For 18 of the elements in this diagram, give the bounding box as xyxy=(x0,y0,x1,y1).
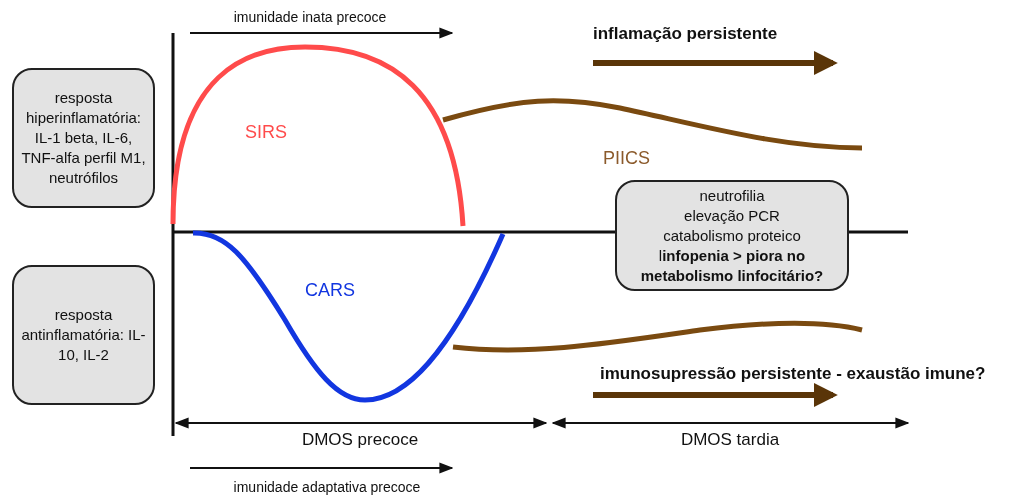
note-box xyxy=(12,265,155,405)
note-box xyxy=(12,68,155,208)
dimension-label: DMOS tardia xyxy=(680,430,780,451)
box-text: resposta antinflamatória: IL-10, IL-2 xyxy=(20,305,147,365)
curve-label: PIICS xyxy=(603,148,650,170)
arrow-label: imunidade adaptativa precoce xyxy=(233,479,421,496)
curve-label: CARS xyxy=(305,280,355,302)
arrow-label: imunosupressão persistente - exaustão imune? xyxy=(600,364,986,385)
arrow-label: imunidade inata precoce xyxy=(233,9,387,26)
box-text: neutrofilia xyxy=(699,185,765,206)
dimension-label: DMOS precoce xyxy=(301,430,419,451)
box-text: catabolismo proteico xyxy=(663,225,801,246)
box-text: elevação PCR xyxy=(684,205,780,226)
box-text: resposta hiperinflamatória: IL-1 beta, IL-6, TNF-alfa perfil M1, neutrófilos xyxy=(20,88,147,188)
curve-label: SIRS xyxy=(245,122,287,144)
box-text: linfopenia > piora no metabolismo linfocitário? xyxy=(639,245,825,286)
note-box xyxy=(615,180,849,291)
arrow-label: inflamação persistente xyxy=(593,24,778,45)
